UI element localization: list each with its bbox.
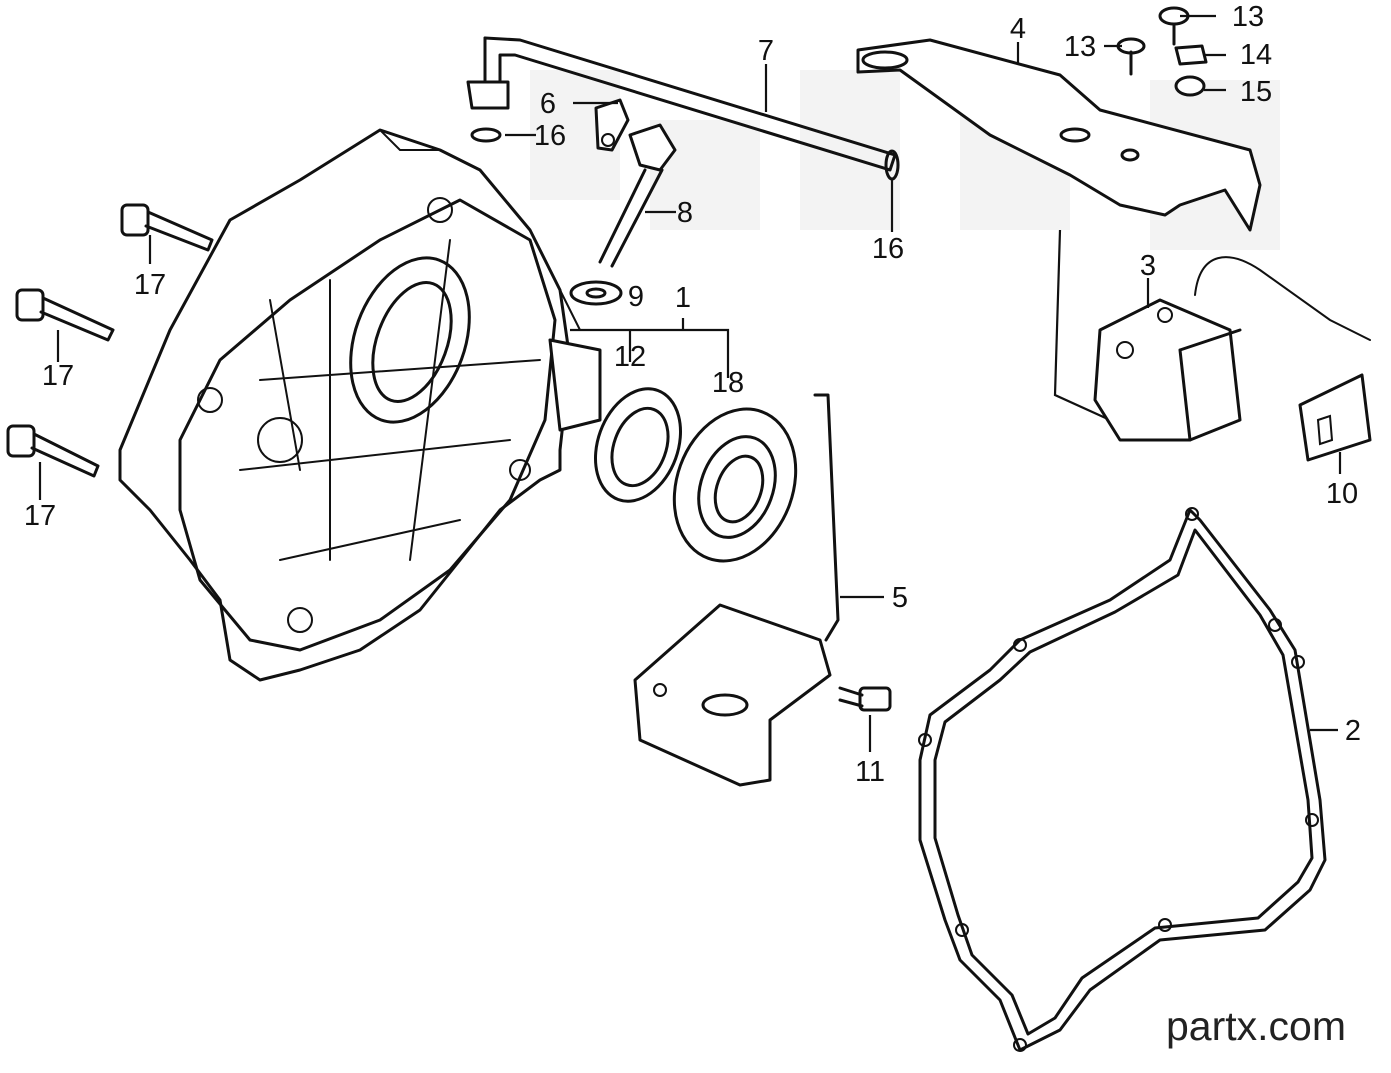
ball-bearing-18 bbox=[672, 407, 798, 563]
bolt-11 bbox=[838, 686, 892, 712]
sensor-bracket-5 bbox=[633, 393, 840, 787]
leader-lines bbox=[38, 14, 1342, 752]
bolt-17-middle bbox=[15, 288, 115, 342]
callout-16-left: 16 bbox=[534, 120, 566, 152]
callout-9: 9 bbox=[628, 281, 644, 313]
callout-2: 2 bbox=[1345, 715, 1361, 747]
washer-15 bbox=[1174, 75, 1206, 97]
bolt-17-top bbox=[120, 203, 214, 252]
o-ring-16-right bbox=[884, 149, 900, 181]
callout-12: 12 bbox=[614, 341, 646, 373]
callout-18: 18 bbox=[712, 367, 744, 399]
sensor-probe-8 bbox=[598, 123, 677, 268]
callout-15: 15 bbox=[1240, 76, 1272, 108]
watermark: partx.com bbox=[1166, 1003, 1346, 1049]
callout-17-bottom: 17 bbox=[24, 500, 56, 532]
callout-4: 4 bbox=[1010, 13, 1026, 45]
bolt-17-bottom bbox=[6, 424, 100, 478]
label-plate-10 bbox=[1298, 373, 1372, 462]
callout-11: 11 bbox=[855, 756, 885, 788]
callout-7: 7 bbox=[758, 35, 774, 67]
clamp-6 bbox=[594, 98, 630, 152]
oil-seal-12 bbox=[593, 387, 683, 503]
callout-10: 10 bbox=[1326, 478, 1358, 510]
screw-13-top bbox=[1158, 6, 1190, 46]
callout-8: 8 bbox=[677, 197, 693, 229]
callout-14: 14 bbox=[1240, 39, 1272, 71]
callout-1: 1 bbox=[675, 282, 691, 314]
callout-6: 6 bbox=[540, 88, 556, 120]
callout-17-middle: 17 bbox=[42, 360, 74, 392]
nut-14 bbox=[1174, 44, 1208, 66]
callout-13-top: 13 bbox=[1232, 1, 1264, 33]
callout-17-top: 17 bbox=[134, 269, 166, 301]
callout-5: 5 bbox=[892, 582, 908, 614]
callout-13-left: 13 bbox=[1064, 31, 1096, 63]
breather-tube-7 bbox=[466, 36, 897, 172]
oil-alert-unit-3 bbox=[1053, 229, 1371, 442]
screw-13-left bbox=[1116, 37, 1146, 76]
callout-16-right: 16 bbox=[872, 233, 904, 265]
bracket-4 bbox=[856, 38, 1262, 232]
crankcase-cover bbox=[118, 128, 602, 682]
washer-9 bbox=[569, 280, 623, 306]
callout-3: 3 bbox=[1140, 250, 1156, 282]
gasket-2 bbox=[918, 507, 1327, 1052]
o-ring-16-left bbox=[470, 127, 502, 143]
callout-labels: 1 2 3 4 5 6 7 8 9 10 11 12 13 13 14 15 1… bbox=[24, 1, 1361, 788]
